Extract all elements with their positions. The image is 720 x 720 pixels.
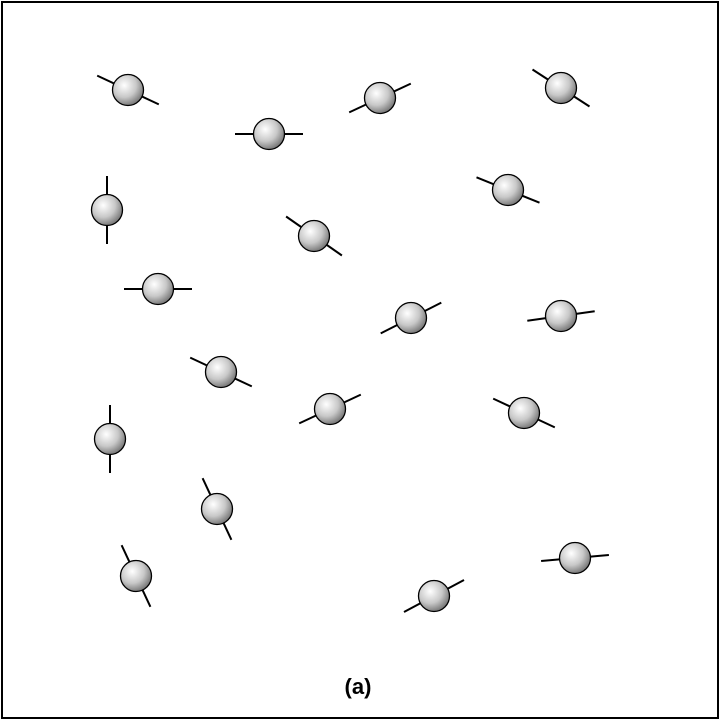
particle <box>541 541 609 575</box>
particle-sphere <box>507 396 541 430</box>
particle-sphere <box>111 73 145 107</box>
particle <box>189 355 253 389</box>
particle-sphere <box>491 173 525 207</box>
particle-sphere <box>141 272 175 306</box>
particle <box>124 272 192 306</box>
particle-sphere <box>252 117 286 151</box>
particle <box>476 173 540 207</box>
particle <box>235 117 303 151</box>
particle <box>492 396 556 430</box>
particle-sphere <box>394 301 428 335</box>
particle <box>527 299 595 333</box>
particle-sphere <box>544 71 578 105</box>
particle-sphere <box>90 193 124 227</box>
particle-sphere <box>297 219 331 253</box>
particle-sphere <box>93 422 127 456</box>
panel-label: (a) <box>345 674 372 699</box>
particle <box>403 579 465 613</box>
particle-sphere <box>204 355 238 389</box>
particle <box>380 301 442 335</box>
particle <box>90 176 124 244</box>
particle <box>285 215 343 257</box>
particle <box>348 81 412 115</box>
particle-sphere <box>200 492 234 526</box>
particle-sphere <box>558 541 592 575</box>
particle <box>298 392 362 426</box>
particle <box>93 405 127 473</box>
particle-sphere <box>363 81 397 115</box>
particle <box>531 68 591 108</box>
particle-sphere <box>544 299 578 333</box>
particle <box>96 73 160 107</box>
particle <box>119 544 153 608</box>
particle-sphere <box>417 579 451 613</box>
particle-sphere <box>313 392 347 426</box>
particles-group <box>90 68 609 613</box>
particle-sphere <box>119 559 153 593</box>
particle <box>200 477 234 541</box>
